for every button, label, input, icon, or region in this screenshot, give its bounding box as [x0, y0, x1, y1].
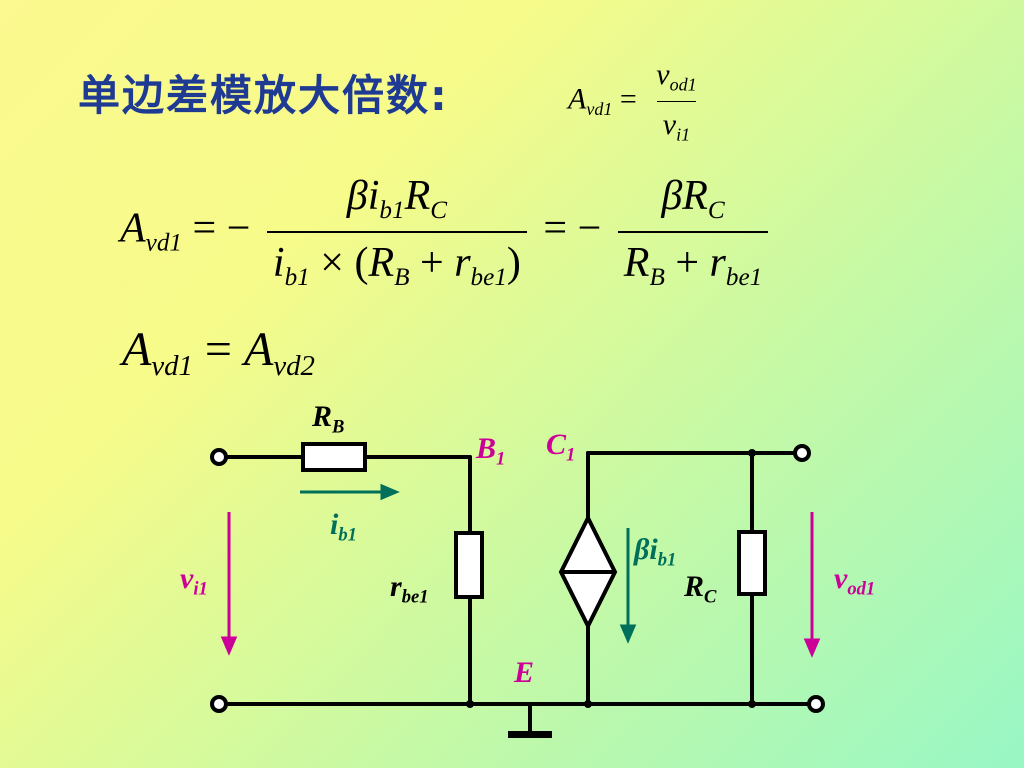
- eq2-RB: R: [368, 239, 395, 286]
- label-rb: RB: [312, 400, 345, 438]
- eq2-lhs-sub: vd1: [145, 229, 183, 257]
- eq2-fraction-2: βRC RB + rbe1: [617, 172, 769, 292]
- label-e: E: [514, 656, 535, 689]
- terminal-output-bottom: [807, 695, 825, 713]
- eq1-den: v: [662, 108, 677, 142]
- resistor-rb: [301, 442, 367, 472]
- label-ib1: ib1: [330, 508, 357, 546]
- eq1-num: v: [656, 58, 670, 91]
- label-rc: RC: [684, 570, 717, 608]
- eq2-close: ): [506, 239, 521, 286]
- eq2-equals-neg: = −: [192, 205, 251, 252]
- arrow-vi1: [220, 512, 238, 656]
- label-vod1: vod1: [834, 562, 876, 600]
- eq2-R: R: [404, 173, 431, 219]
- resistor-rc: [737, 530, 767, 596]
- eq2-den-i: i: [272, 239, 285, 286]
- eq1-fraction: vod1 vi1: [650, 58, 702, 146]
- eq1-num-sub: od1: [669, 74, 697, 95]
- eq3-s2: vd2: [273, 350, 315, 383]
- eq2-fraction-1: βib1RC ib1 × (RB + rbe1): [266, 172, 527, 292]
- eq2-lhs: A: [120, 205, 146, 252]
- eq3-s1: vd1: [151, 350, 193, 383]
- arrow-ib1: [300, 483, 400, 501]
- junction-ground-3: [748, 700, 756, 708]
- equation-gain-equality: Avd1 = Avd2: [122, 322, 315, 383]
- equation-voltage-gain-definition: Avd1 = vod1 vi1: [568, 58, 709, 146]
- arrow-vod1: [803, 512, 821, 658]
- eq2-beta2: β: [661, 173, 683, 219]
- label-rbe1: rbe1: [390, 570, 429, 608]
- eq2-equals-neg-2: = −: [543, 205, 602, 252]
- junction-rc-top: [748, 449, 756, 457]
- eq3-equals: =: [204, 323, 232, 376]
- eq2-RB2: R: [623, 239, 650, 286]
- eq1-den-sub: i1: [676, 124, 691, 145]
- junction-ground-1: [466, 700, 474, 708]
- label-b1: B1: [476, 432, 506, 470]
- eq2-be1b: be1: [725, 263, 763, 291]
- eq2-times: × (: [320, 239, 369, 286]
- eq3-a2: A: [244, 323, 274, 376]
- ground-bar: [508, 731, 552, 738]
- terminal-input-bottom: [210, 695, 228, 713]
- eq2-b1: b1: [379, 196, 405, 224]
- junction-ground-2: [584, 700, 592, 708]
- terminal-output-top: [793, 444, 811, 462]
- eq2-be1: be1: [470, 263, 507, 291]
- eq2-B2: B: [649, 263, 665, 291]
- terminal-input-top: [210, 448, 228, 466]
- eq2-plus2: +: [675, 239, 700, 286]
- eq2-den-b1: b1: [284, 263, 310, 291]
- eq2-C2: C: [707, 196, 725, 224]
- resistor-rbe: [454, 531, 484, 599]
- eq2-R2: R: [682, 173, 708, 219]
- eq3-a1: A: [122, 323, 152, 376]
- eq1-lhs-sub: vd1: [586, 98, 613, 119]
- eq2-beta: β: [346, 173, 368, 219]
- equation-gain-derivation: Avd1 = − βib1RC ib1 × (RB + rbe1) = − βR…: [120, 172, 774, 292]
- eq2-r: r: [454, 239, 471, 286]
- eq2-plus: +: [420, 239, 444, 286]
- label-c1: C1: [546, 428, 576, 466]
- label-beta-ib1: βib1: [634, 533, 677, 571]
- eq2-B: B: [394, 263, 410, 291]
- eq2-C: C: [430, 196, 448, 224]
- label-vi1: vi1: [180, 562, 208, 600]
- eq1-lhs: A: [568, 82, 587, 116]
- eq1-equals: =: [619, 82, 637, 116]
- eq2-i: i: [367, 173, 380, 219]
- arrow-beta-ib1: [619, 528, 637, 644]
- slide-title: 单边差模放大倍数:: [78, 71, 449, 120]
- eq2-r2: r: [709, 239, 726, 286]
